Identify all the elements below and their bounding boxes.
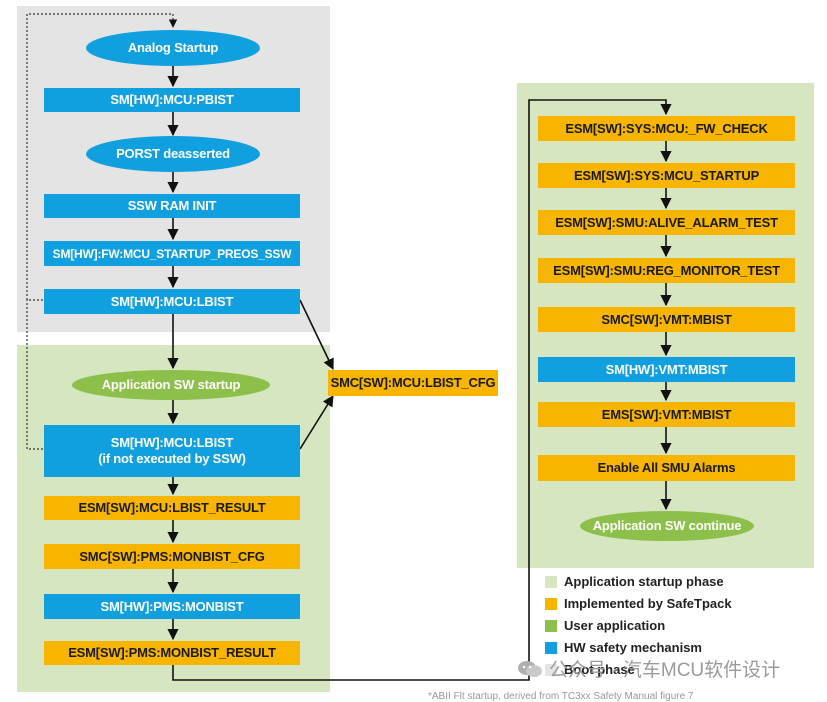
mcu-lbist-conditional-note: (if not executed by SSW) bbox=[98, 451, 246, 466]
smc-vmt-mbist-node: SMC[SW]:VMT:MBIST bbox=[538, 307, 795, 332]
legend-label-app-startup: Application startup phase bbox=[564, 574, 724, 589]
analog-startup-node: Analog Startup bbox=[86, 30, 260, 66]
pms-monbist-result-node: ESM[SW]:PMS:MONBIST_RESULT bbox=[44, 641, 300, 665]
pms-monbist-cfg-node: SMC[SW]:PMS:MONBIST_CFG bbox=[44, 544, 300, 569]
mcu-lbist-conditional-title: SM[HW]:MCU:LBIST bbox=[110, 435, 234, 450]
lbist-cfg-node: SMC[SW]:MCU:LBIST_CFG bbox=[328, 370, 498, 396]
mcu-lbist-node: SM[HW]:MCU:LBIST bbox=[44, 289, 300, 314]
legend-swatch-user-app bbox=[545, 620, 557, 632]
watermark-text: 公众号 · 汽车MCU软件设计 bbox=[549, 660, 781, 681]
ssw-ram-init-node: SSW RAM INIT bbox=[44, 194, 300, 218]
app-sw-startup-node: Application SW startup bbox=[72, 370, 270, 400]
legend-label-safetpack: Implemented by SafeTpack bbox=[564, 596, 732, 611]
porst-deasserted-node: PORST deasserted bbox=[86, 136, 260, 172]
hw-vmt-mbist-node: SM[HW]:VMT:MBIST bbox=[538, 357, 795, 382]
reg-monitor-test-node: ESM[SW]:SMU:REG_MONITOR_TEST bbox=[538, 258, 795, 283]
legend-label-user-app: User application bbox=[564, 618, 666, 633]
sys-mcu-startup-node: ESM[SW]:SYS:MCU_STARTUP bbox=[538, 163, 795, 188]
mcu-startup-preos-node: SM[HW]:FW:MCU_STARTUP_PREOS_SSW bbox=[44, 241, 300, 266]
pms-monbist-node: SM[HW]:PMS:MONBIST bbox=[44, 594, 300, 619]
legend-swatch-app-startup bbox=[545, 576, 557, 588]
mcu-pbist-node: SM[HW]:MCU:PBIST bbox=[44, 88, 300, 112]
ems-vmt-mbist-node: EMS[SW]:VMT:MBIST bbox=[538, 402, 795, 427]
legend-swatch-boot bbox=[545, 664, 557, 676]
legend-label-hw: HW safety mechanism bbox=[564, 640, 702, 655]
app-sw-continue-node: Application SW continue bbox=[580, 511, 754, 541]
legend-swatch-safetpack bbox=[545, 598, 557, 610]
fw-check-node: ESM[SW]:SYS:MCU:_FW_CHECK bbox=[538, 116, 795, 141]
enable-smu-alarms-node: Enable All SMU Alarms bbox=[538, 455, 795, 481]
watermark: 公众号 · 汽车MCU软件设计 bbox=[517, 655, 780, 682]
alive-alarm-test-node: ESM[SW]:SMU:ALIVE_ALARM_TEST bbox=[538, 210, 795, 235]
legend-swatch-hw bbox=[545, 642, 557, 654]
legend-label-boot: Boot phase bbox=[564, 662, 635, 677]
mcu-lbist-conditional-node: SM[HW]:MCU:LBIST (if not executed by SSW… bbox=[44, 425, 300, 477]
wechat-icon bbox=[518, 660, 542, 677]
figure-caption: *ABII Flt startup, derived from TC3xx Sa… bbox=[428, 691, 694, 702]
lbist-result-node: ESM[SW]:MCU:LBIST_RESULT bbox=[44, 496, 300, 520]
